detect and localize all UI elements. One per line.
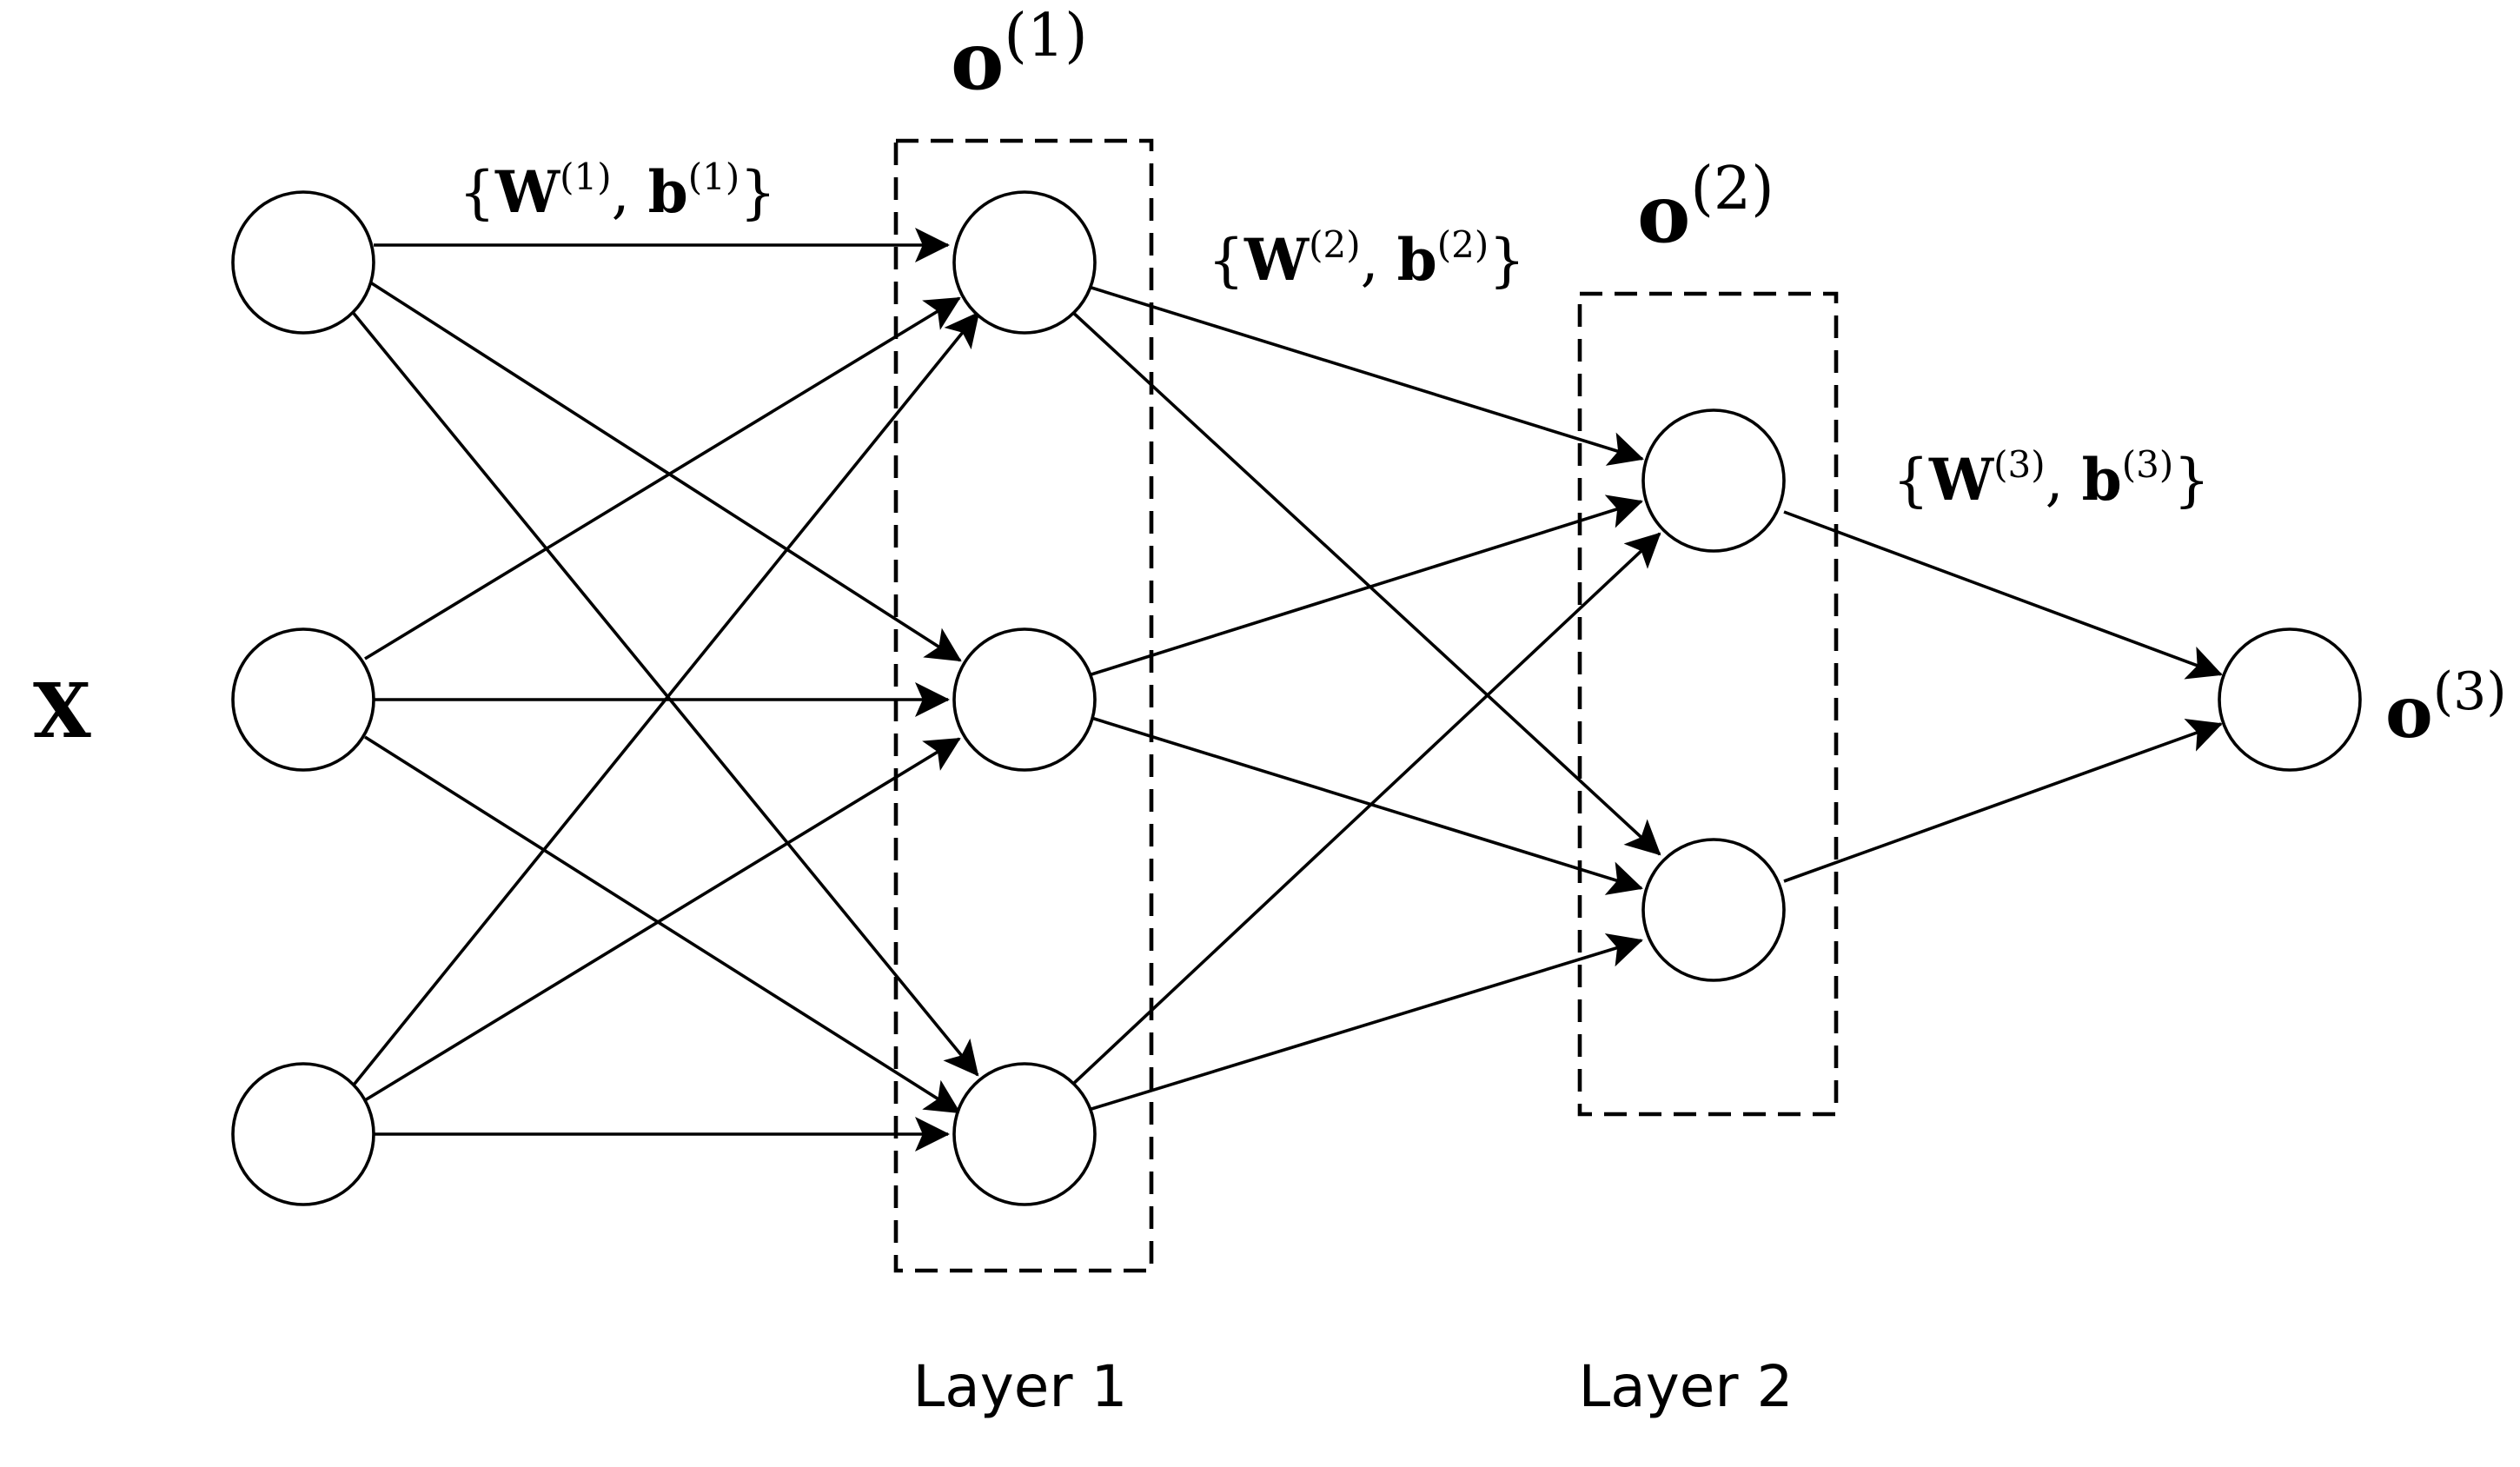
separator: ,: [1361, 227, 1397, 294]
brace-close: }: [1489, 227, 1525, 294]
layer2-output-var: o: [1637, 167, 1690, 261]
brace-close: }: [739, 159, 776, 226]
hidden-layer-1: [952, 190, 1097, 1206]
layer1-output-sup: (1): [1004, 2, 1087, 70]
brace-open: {: [1208, 227, 1244, 294]
edges-layer1-to-layer2: [1069, 286, 1661, 1111]
edge-i2-h1: [364, 296, 961, 660]
edge-h2-k2: [1091, 716, 1643, 895]
edge-i3-h2: [364, 737, 961, 1102]
layer2-node: [1641, 408, 1786, 553]
weights-label-2: {W(2), b(2)}: [1208, 223, 1525, 294]
edge-h2-k1: [1091, 495, 1643, 676]
edges-layer2-to-output: [1783, 510, 2223, 883]
edge-h1-k2: [1069, 309, 1661, 856]
bias-sup: (3): [2122, 443, 2174, 486]
input-node: [231, 627, 375, 772]
output-label: o(3): [2385, 661, 2507, 754]
brace-close: }: [2173, 447, 2210, 514]
layer2-output-label: o(2): [1637, 155, 1774, 261]
layer2-node: [1641, 838, 1786, 982]
hidden-layer-2: [1641, 408, 1786, 982]
edge-h3-k2: [1091, 933, 1643, 1111]
output-layer: [2218, 627, 2362, 772]
input-node: [231, 1062, 375, 1206]
weight-sup: (2): [1309, 223, 1361, 266]
bias-symbol: b: [2082, 446, 2122, 514]
weights-label-1: {W(1), b(1)}: [459, 156, 776, 226]
weight-sup: (1): [560, 156, 612, 198]
layer2-caption: Layer 2: [1579, 1353, 1794, 1420]
bias-sup: (1): [688, 156, 740, 198]
output-node: [2218, 627, 2362, 772]
separator: ,: [612, 159, 648, 226]
brace-open: {: [459, 159, 495, 226]
edge-h3-k1: [1069, 532, 1661, 1088]
edge-k1-o1: [1783, 510, 2223, 680]
edge-k2-o1: [1783, 719, 2223, 883]
layer1-node: [952, 190, 1097, 335]
layer2-box: [1577, 291, 1839, 1117]
input-label: X: [33, 667, 91, 755]
layer1-output-label: o(1): [951, 2, 1088, 108]
edge-i1-h3: [346, 304, 979, 1077]
layer1-output-var: o: [951, 14, 1004, 108]
edge-i1-h2: [364, 277, 962, 662]
layer1-box: [893, 138, 1154, 1273]
weight-symbol: W: [1243, 226, 1310, 294]
edges-input-to-layer1: [346, 228, 980, 1152]
edge-h1-k1: [1091, 286, 1644, 466]
brace-open: {: [1893, 447, 1929, 514]
layer1-caption: Layer 1: [913, 1353, 1128, 1420]
input-layer: [231, 190, 375, 1206]
separator: ,: [2046, 447, 2082, 514]
layer1-node: [952, 627, 1097, 772]
output-var: o: [2385, 671, 2433, 754]
weights-label-3: {W(3), b(3)}: [1893, 443, 2210, 514]
bias-symbol: b: [648, 158, 688, 226]
weight-symbol: W: [1928, 446, 1994, 514]
edge-i2-h3: [364, 735, 961, 1114]
input-node: [231, 190, 375, 335]
weight-symbol: W: [494, 158, 560, 226]
bias-symbol: b: [1397, 226, 1437, 294]
layer2-output-sup: (2): [1690, 155, 1774, 223]
layer1-node: [952, 1062, 1097, 1206]
output-sup: (3): [2433, 661, 2507, 722]
edge-i3-h1: [346, 311, 980, 1094]
weight-sup: (3): [1993, 443, 2046, 486]
bias-sup: (2): [1437, 223, 1489, 266]
